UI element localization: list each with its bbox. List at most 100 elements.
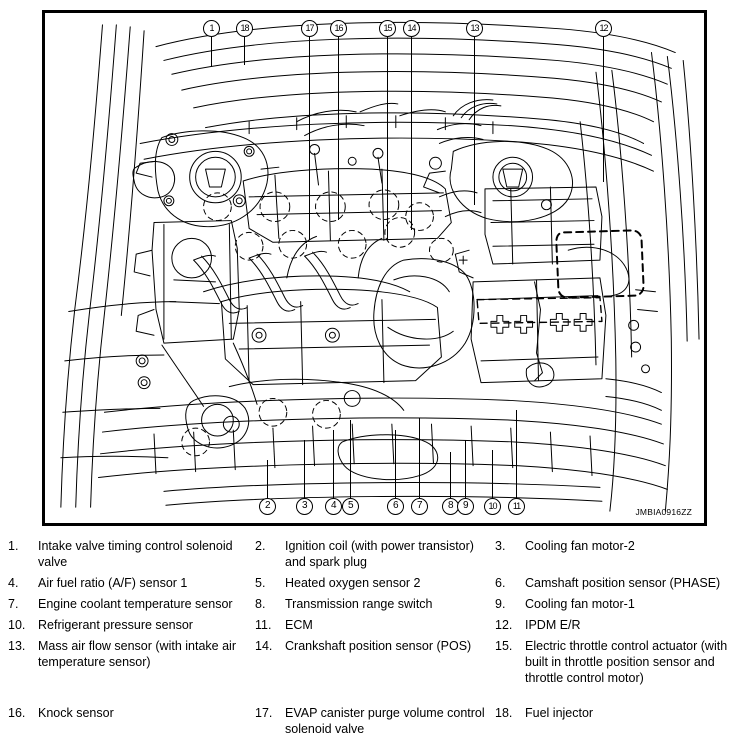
callout-bubble-15[interactable]: 15 [379,20,396,37]
legend-label: Camshaft position sensor (PHASE) [525,576,721,590]
legend-item-5: 5. Heated oxygen sensor 2 [250,575,495,591]
legend-label: Fuel injector [525,706,594,720]
callout-leader-9 [465,440,466,498]
legend-row: 4. Air fuel ratio (A/F) sensor 1 5. Heat… [0,575,744,591]
legend-label: Cooling fan motor-1 [525,597,635,611]
legend-item-14: 14. Crankshaft position sensor (POS) [250,638,495,686]
callout-leader-8 [450,452,451,498]
callout-bubble-12[interactable]: 12 [595,20,612,37]
legend-spacer [0,691,744,705]
legend-number: 17. [255,706,273,720]
legend-row: 13. Mass air flow sensor (with intake ai… [0,638,744,686]
legend-number: 14. [255,639,273,653]
legend-number: 12. [495,618,513,632]
component-legend: 1. Intake valve timing control solenoid … [0,538,744,742]
callout-leader-5 [350,420,351,498]
legend-label: Engine coolant temperature sensor [38,597,233,611]
legend-row: 7. Engine coolant temperature sensor 8. … [0,596,744,612]
legend-label: Mass air flow sensor (with intake air te… [38,639,236,669]
callout-bubble-1[interactable]: 1 [203,20,220,37]
callout-bubble-14[interactable]: 14 [403,20,420,37]
callout-bubble-6[interactable]: 6 [387,498,404,515]
legend-number: 2. [255,539,266,553]
legend-item-6: 6. Camshaft position sensor (PHASE) [495,575,744,591]
callout-bubble-3[interactable]: 3 [296,498,313,515]
legend-label: IPDM E/R [525,618,581,632]
callout-leader-12 [603,37,604,182]
legend-label: Cooling fan motor-2 [525,539,635,553]
legend-number: 6. [495,576,506,590]
legend-number: 7. [8,597,19,611]
legend-label: Knock sensor [38,706,114,720]
callout-leader-7 [419,418,420,498]
callout-bubble-18[interactable]: 18 [236,20,253,37]
legend-number: 8. [255,597,266,611]
legend-label: ECM [285,618,313,632]
callout-bubble-11[interactable]: 11 [508,498,525,515]
legend-item-18: 18. Fuel injector [495,705,744,737]
legend-number: 4. [8,576,19,590]
callout-bubble-2[interactable]: 2 [259,498,276,515]
legend-item-17: 17. EVAP canister purge volume control s… [250,705,495,737]
callout-bubble-10[interactable]: 10 [484,498,501,515]
callout-bubble-7[interactable]: 7 [411,498,428,515]
legend-label: Heated oxygen sensor 2 [285,576,421,590]
legend-number: 10. [8,618,26,632]
callout-leader-1 [211,37,212,67]
callout-bubble-13[interactable]: 13 [466,20,483,37]
callout-bubble-17[interactable]: 17 [301,20,318,37]
legend-label: Air fuel ratio (A/F) sensor 1 [38,576,188,590]
legend-item-1: 1. Intake valve timing control solenoid … [0,538,250,570]
callout-bubble-4[interactable]: 4 [325,498,342,515]
legend-item-12: 12. IPDM E/R [495,617,744,633]
legend-label: Ignition coil (with power transistor) an… [285,539,474,569]
legend-item-16: 16. Knock sensor [0,705,250,737]
legend-number: 3. [495,539,506,553]
legend-item-15: 15. Electric throttle control actuator (… [495,638,744,686]
legend-row: 1. Intake valve timing control solenoid … [0,538,744,570]
callout-leader-18 [244,37,245,65]
legend-label: Intake valve timing control solenoid val… [38,539,233,569]
legend-label: Crankshaft position sensor (POS) [285,639,472,653]
legend-item-4: 4. Air fuel ratio (A/F) sensor 1 [0,575,250,591]
callout-leader-16 [338,37,339,220]
legend-row: 16. Knock sensor 17. EVAP canister purge… [0,705,744,737]
callout-leader-17 [309,37,310,240]
legend-item-10: 10. Refrigerant pressure sensor [0,617,250,633]
legend-number: 11. [255,618,272,632]
legend-number: 1. [8,539,19,553]
callout-leader-2 [267,460,268,498]
legend-item-3: 3. Cooling fan motor-2 [495,538,744,570]
legend-number: 16. [8,706,26,720]
callout-leader-11 [516,410,517,498]
legend-item-9: 9. Cooling fan motor-1 [495,596,744,612]
legend-item-7: 7. Engine coolant temperature sensor [0,596,250,612]
legend-number: 13. [8,639,26,653]
legend-number: 18. [495,706,513,720]
legend-item-11: 11. ECM [250,617,495,633]
figure-reference-code: JMBIA0916ZZ [635,507,692,517]
legend-item-8: 8. Transmission range switch [250,596,495,612]
legend-row: 10. Refrigerant pressure sensor 11. ECM … [0,617,744,633]
legend-label: Electric throttle control actuator (with… [525,639,728,685]
callout-leader-10 [492,450,493,498]
callout-leader-14 [411,37,412,230]
legend-item-13: 13. Mass air flow sensor (with intake ai… [0,638,250,686]
engine-bay-figure: JMBIA0916ZZ [42,10,707,526]
callout-leader-15 [387,37,388,240]
legend-label: Transmission range switch [285,597,433,611]
callout-bubble-5[interactable]: 5 [342,498,359,515]
callout-leader-4 [333,430,334,498]
callout-leader-13 [474,37,475,205]
legend-label: Refrigerant pressure sensor [38,618,193,632]
callout-bubble-16[interactable]: 16 [330,20,347,37]
callout-leader-6 [395,430,396,498]
callout-bubble-9[interactable]: 9 [457,498,474,515]
legend-number: 15. [495,639,513,653]
legend-label: EVAP canister purge volume control solen… [285,706,485,736]
legend-number: 9. [495,597,506,611]
engine-bay-line-art [60,21,700,512]
callout-leader-3 [304,440,305,498]
legend-number: 5. [255,576,266,590]
